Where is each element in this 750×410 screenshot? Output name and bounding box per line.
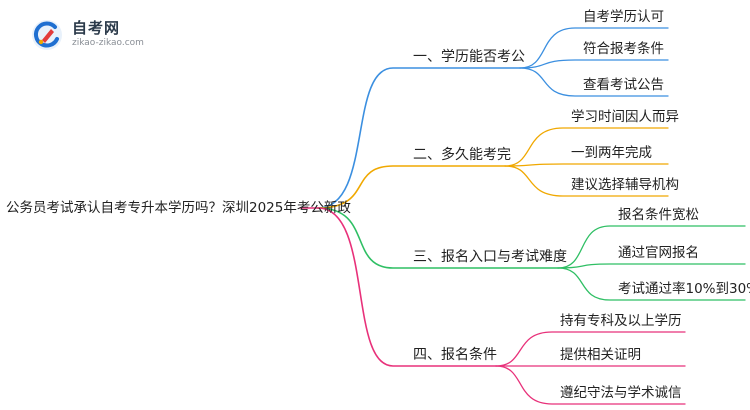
branch-connector <box>317 207 559 269</box>
leaf-connector <box>557 267 746 301</box>
leaf-connector <box>504 163 669 167</box>
branch-topic-4: 四、报名条件 <box>413 347 497 363</box>
branch-topic-2: 二、多久能考完 <box>413 147 511 163</box>
leaf-topic: 自考学历认可 <box>583 9 664 25</box>
leaf-connector <box>495 365 686 405</box>
site-logo[interactable]: 自考网 zikao-zikao.com <box>30 16 160 56</box>
leaf-connector <box>519 59 669 69</box>
leaf-connector <box>557 263 746 269</box>
leaf-connector <box>504 127 669 167</box>
leaf-topic: 建议选择辅导机构 <box>571 177 679 193</box>
branch-connector <box>317 165 506 209</box>
branch-connector <box>317 67 521 209</box>
logo-title: 自考网 <box>72 19 121 37</box>
leaf-topic: 查看考试公告 <box>583 77 664 93</box>
branch-topic-1: 一、学历能否考公 <box>413 49 525 65</box>
branch-connector <box>317 207 497 367</box>
leaf-connector <box>504 165 669 197</box>
leaf-topic: 考试通过率10%到30% <box>618 281 750 297</box>
leaf-topic: 遵纪守法与学术诚信 <box>560 385 682 401</box>
leaf-connector <box>495 331 686 367</box>
logo-subtitle: zikao-zikao.com <box>72 38 144 48</box>
leaf-topic: 符合报考条件 <box>583 41 664 57</box>
leaf-connector <box>519 27 669 69</box>
logo-mark-icon <box>32 20 62 50</box>
branch-topic-3: 三、报名入口与考试难度 <box>413 249 567 265</box>
leaf-connector <box>557 225 746 269</box>
leaf-connector <box>519 67 669 97</box>
leaf-topic: 持有专科及以上学历 <box>560 313 682 329</box>
leaf-topic: 学习时间因人而异 <box>571 109 679 125</box>
root-topic: 公务员考试承认自考专升本学历吗？深圳2025年考公新政 <box>6 200 351 216</box>
leaf-topic: 报名条件宽松 <box>618 207 699 223</box>
leaf-topic: 提供相关证明 <box>560 347 641 363</box>
leaf-topic: 一到两年完成 <box>571 145 652 161</box>
leaf-topic: 通过官网报名 <box>618 245 699 261</box>
